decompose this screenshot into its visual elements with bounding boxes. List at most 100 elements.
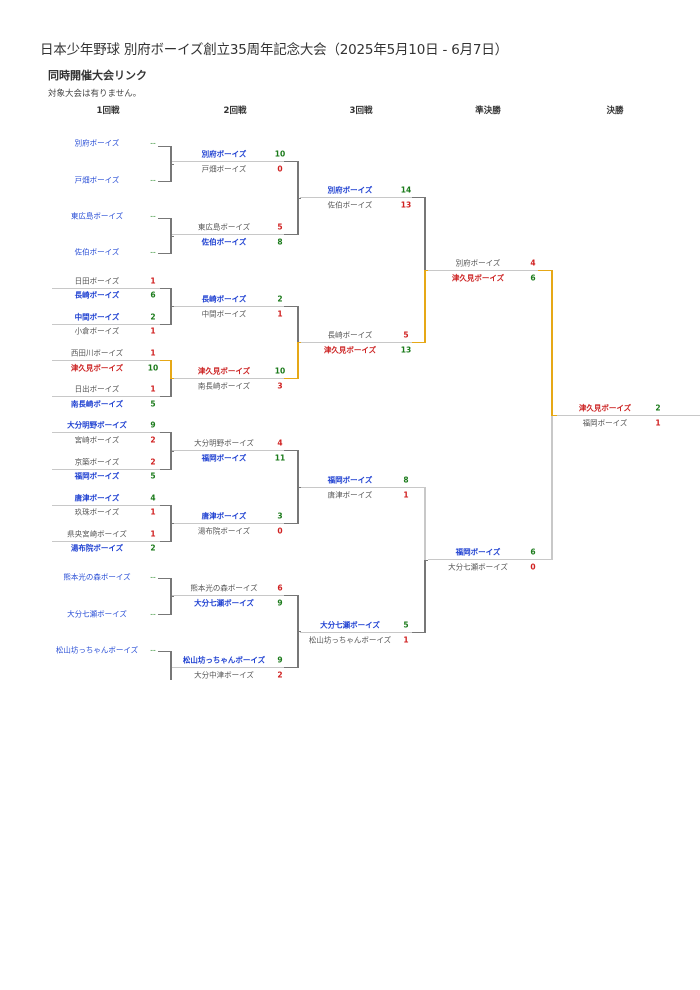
bracket-connector [160,396,170,397]
final-team[interactable]: 津久見ボーイズ [578,403,632,413]
round3-team[interactable]: 別府ボーイズ [327,185,373,195]
match-divider [428,270,550,271]
round1-score: 5 [150,399,156,409]
bracket-connector [412,197,424,198]
final-score: 1 [655,418,661,428]
round1-score: 2 [150,543,156,553]
round2-team[interactable]: 津久見ボーイズ [197,366,251,376]
round1-score: 9 [150,420,156,430]
round1-score: 5 [150,471,156,481]
round2-team[interactable]: 長崎ボーイズ [201,294,247,304]
semifinal-team[interactable]: 別府ボーイズ [455,258,501,268]
round2-team[interactable]: 大分中津ボーイズ [194,670,254,680]
round1-team[interactable]: 熊本光の森ボーイズ [63,572,131,582]
bracket-connector [297,486,301,488]
round2-team[interactable]: 大分七瀬ボーイズ [194,598,254,608]
match-divider [172,378,296,379]
bracket-line [424,197,426,270]
round1-team[interactable]: 大分明野ボーイズ [67,420,127,430]
round1-team[interactable]: 別府ボーイズ [74,138,120,148]
round3-score: 14 [400,185,412,195]
round1-team[interactable]: 小倉ボーイズ [74,326,120,336]
round2-score: 1 [277,309,283,319]
round2-team[interactable]: 佐伯ボーイズ [201,237,247,247]
round2-team[interactable]: 唐津ボーイズ [201,511,247,521]
round2-team[interactable]: 戸畑ボーイズ [201,164,247,174]
match-divider [172,667,296,668]
round1-team[interactable]: 中間ボーイズ [74,312,120,322]
match-divider [52,360,168,361]
final-team[interactable]: 福岡ボーイズ [582,418,628,428]
match-divider [172,450,296,451]
round1-score: 1 [150,348,156,358]
bracket-line [170,360,172,378]
bracket-connector [158,146,170,147]
round2-team[interactable]: 熊本光の森ボーイズ [190,583,258,593]
semifinal-team[interactable]: 福岡ボーイズ [455,547,501,557]
round2-team[interactable]: 松山坊っちゃんボーイズ [182,655,266,665]
bracket-line [297,306,299,342]
semifinal-team[interactable]: 津久見ボーイズ [451,273,505,283]
round2-team[interactable]: 東広島ボーイズ [197,222,251,232]
match-divider [300,197,424,198]
round3-team[interactable]: 福岡ボーイズ [327,475,373,485]
round2-team[interactable]: 南長崎ボーイズ [197,381,251,391]
round3-score: 13 [400,200,412,210]
round1-team[interactable]: 唐津ボーイズ [74,493,120,503]
round2-score: 9 [277,655,283,665]
bracket-connector [538,270,551,271]
round1-team[interactable]: 西田川ボーイズ [70,348,124,358]
round1-team[interactable]: 玖珠ボーイズ [74,507,120,517]
round2-score: 0 [277,164,283,174]
bracket-connector [158,614,170,615]
round3-team[interactable]: 佐伯ボーイズ [327,200,373,210]
round1-team[interactable]: 長崎ボーイズ [74,290,120,300]
related-tournaments-heading: 同時開催大会リンク [48,69,147,82]
bracket-connector [170,235,174,237]
round2-team[interactable]: 湯布院ボーイズ [197,526,251,536]
round1-score: -- [150,645,156,655]
bracket-connector [424,559,428,561]
round2-team[interactable]: 中間ボーイズ [201,309,247,319]
round1-team[interactable]: 京築ボーイズ [74,457,120,467]
round1-team[interactable]: 南長崎ボーイズ [70,399,124,409]
bracket-connector [297,631,301,632]
round1-team[interactable]: 宮崎ボーイズ [74,435,120,445]
semifinal-score: 0 [530,562,536,572]
round1-team[interactable]: 松山坊っちゃんボーイズ [55,645,139,655]
round3-team[interactable]: 津久見ボーイズ [323,345,377,355]
round1-team[interactable]: 県央宮崎ボーイズ [67,529,127,539]
round3-team[interactable]: 長崎ボーイズ [327,330,373,340]
round1-score: -- [150,609,156,619]
round2-score: 10 [274,149,286,159]
bracket-connector [158,253,170,254]
round1-score: -- [150,211,156,221]
round2-team[interactable]: 福岡ボーイズ [201,453,247,463]
round1-team[interactable]: 日田ボーイズ [74,276,120,286]
match-divider [172,306,296,307]
round1-team[interactable]: 東広島ボーイズ [70,211,124,221]
round1-team[interactable]: 福岡ボーイズ [74,471,120,481]
bracket-connector [158,181,170,182]
round1-team[interactable]: 湯布院ボーイズ [70,543,124,553]
round2-team[interactable]: 大分明野ボーイズ [194,438,254,448]
match-divider [52,432,168,433]
semifinal-team[interactable]: 大分七瀬ボーイズ [448,562,508,572]
round1-team[interactable]: 佐伯ボーイズ [74,247,120,257]
round3-team[interactable]: 唐津ボーイズ [327,490,373,500]
bracket-connector [412,342,424,343]
round3-score: 5 [403,620,409,630]
bracket-connector [170,163,174,165]
round1-team[interactable]: 大分七瀬ボーイズ [67,609,127,619]
round2-team[interactable]: 別府ボーイズ [201,149,247,159]
bracket-connector [297,197,301,199]
round-header-3: 3回戦 [349,106,373,116]
bracket-connector [170,450,174,452]
round1-team[interactable]: 日出ボーイズ [74,384,120,394]
round1-score: -- [150,138,156,148]
round1-team[interactable]: 戸畑ボーイズ [74,175,120,185]
bracket-connector [160,324,170,325]
round3-team[interactable]: 松山坊っちゃんボーイズ [308,635,392,645]
round1-team[interactable]: 津久見ボーイズ [70,363,124,373]
round3-team[interactable]: 大分七瀬ボーイズ [320,620,380,630]
